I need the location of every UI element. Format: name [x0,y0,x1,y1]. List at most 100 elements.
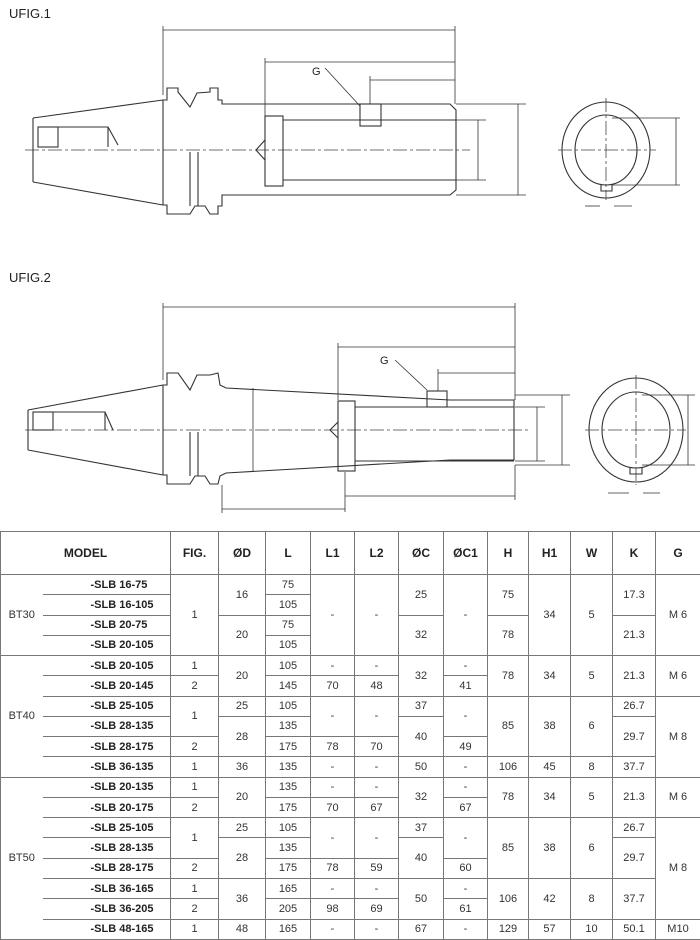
g-cell: M 6 [655,776,700,819]
fig-cell: 1 [170,655,219,677]
w-cell: 10 [570,918,613,940]
k-cell: 21.3 [612,776,656,819]
g-cell: M 6 [655,655,700,697]
c1-cell: - [443,655,488,677]
l-cell: 145 [265,675,311,697]
w-cell: 6 [570,695,613,758]
c-cell: 50 [398,877,444,920]
l2-cell: - [354,695,399,738]
l2-cell: - [354,918,399,940]
header-d: ØD [218,531,266,575]
l1-cell: - [310,776,355,798]
l-cell: 135 [265,837,311,859]
l-cell: 135 [265,715,311,738]
tool-holder-side-view [25,87,470,215]
l2-cell: - [354,655,399,677]
l1-cell: - [310,918,355,940]
g-cell: M 6 [655,573,700,657]
fig-cell: 2 [170,675,219,697]
figure-1-label: UFIG.1 [9,6,51,21]
series-group-cell: BT40 [0,655,43,778]
l1-cell: 78 [310,736,355,758]
fig-cell: 1 [170,877,219,900]
h-cell: 129 [487,918,529,940]
model-cell: -SLB 20-75 [42,614,171,636]
l2-cell: 70 [354,736,399,758]
header-model: MODEL [0,531,171,575]
model-cell: -SLB 36-165 [42,877,171,900]
k-cell: 37.7 [612,756,656,778]
g-cell: M10 [655,918,700,940]
table-header-row: MODEL FIG. ØD L L1 L2 ØC ØC1 H H1 W K G [0,531,700,575]
l2-cell: - [354,817,399,859]
h1-cell: 38 [528,695,571,758]
h1-cell: 38 [528,817,571,879]
k-cell: 21.3 [612,655,656,697]
d-cell: 20 [218,655,266,697]
header-l: L [265,531,311,575]
l-cell: 135 [265,756,311,778]
dimension-lines [162,26,526,196]
w-cell: 6 [570,817,613,879]
l2-cell: 67 [354,796,399,819]
h1-cell: 34 [528,655,571,697]
header-l2: L2 [354,531,399,575]
l-cell: 105 [265,695,311,717]
c1-cell: - [443,918,488,940]
g-cell: M 8 [655,817,700,920]
l-cell: 75 [265,614,311,636]
model-cell: -SLB 28-175 [42,857,171,879]
k-cell: 26.7 [612,695,656,717]
w-cell: 8 [570,877,613,920]
header-w: W [570,531,613,575]
c-cell: 40 [398,715,444,758]
end-view-circle [558,98,680,207]
l1-cell: - [310,573,355,657]
dimension-lines [162,303,570,513]
d-cell: 25 [218,695,266,717]
l2-cell: - [354,756,399,778]
c-cell: 32 [398,655,444,697]
l2-cell: - [354,776,399,798]
l-cell: 175 [265,736,311,758]
d-cell: 16 [218,574,266,616]
c-cell: 37 [398,817,444,839]
d-cell: 20 [218,614,266,657]
model-cell: -SLB 20-145 [42,675,171,697]
k-cell: 50.1 [612,918,656,940]
w-cell: 5 [570,776,613,819]
d-cell: 36 [218,756,266,778]
l2-cell: 59 [354,857,399,879]
model-cell: -SLB 28-175 [42,736,171,758]
c-cell: 25 [398,574,444,616]
c-cell: 32 [398,776,444,819]
fig-cell: 1 [170,776,219,798]
series-group-cell: BT30 [0,573,43,657]
specification-table: MODEL FIG. ØD L L1 L2 ØC ØC1 H H1 W K G … [0,531,700,940]
h-cell: 78 [487,614,529,657]
model-cell: -SLB 20-105 [42,634,171,657]
fig-cell: 1 [170,918,219,940]
l-cell: 205 [265,898,311,920]
model-cell: -SLB 36-135 [42,756,171,778]
l-cell: 165 [265,877,311,900]
model-cell: -SLB 16-75 [42,573,171,596]
model-cell: -SLB 25-105 [42,817,171,839]
l-cell: 135 [265,776,311,798]
header-h1: H1 [528,531,571,575]
model-cell: -SLB 28-135 [42,715,171,738]
l2-cell: 48 [354,675,399,697]
d-cell: 28 [218,837,266,879]
c1-cell: 60 [443,857,488,879]
